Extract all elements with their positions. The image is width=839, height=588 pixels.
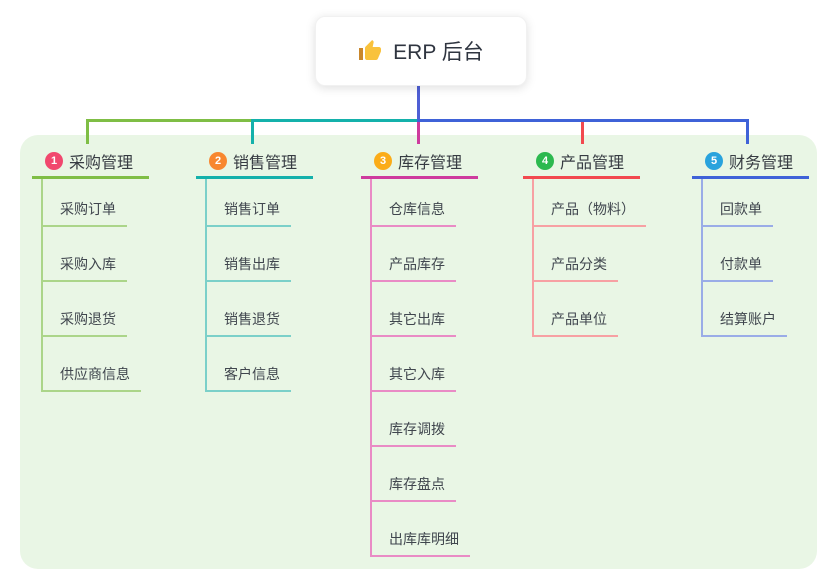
child-node[interactable]: 其它出库 (372, 282, 456, 337)
child-node[interactable]: 回款单 (703, 179, 773, 227)
child-node[interactable]: 结算账户 (703, 282, 787, 337)
thumbs-up-icon (358, 39, 382, 63)
branch-purchase: 1 采购管理 采购订单采购入库采购退货供应商信息 (32, 145, 149, 392)
child-node[interactable]: 库存调拨 (372, 392, 456, 447)
connector-drop-purchase (86, 119, 89, 144)
connector-bus-finance (417, 119, 749, 122)
branch-label: 销售管理 (233, 154, 298, 172)
branch-badge: 1 (45, 151, 63, 170)
child-node[interactable]: 供应商信息 (43, 337, 141, 392)
child-node[interactable]: 产品分类 (534, 227, 618, 282)
branch-badge: 3 (374, 151, 392, 170)
child-node[interactable]: 其它入库 (372, 337, 456, 392)
branch-finance: 5 财务管理 回款单付款单结算账户 (692, 145, 809, 337)
branch-title-sales[interactable]: 2 销售管理 (196, 145, 313, 179)
child-node[interactable]: 采购退货 (43, 282, 127, 337)
children-list-sales: 销售订单销售出库销售退货客户信息 (205, 179, 291, 392)
child-node[interactable]: 销售退货 (207, 282, 291, 337)
branch-title-purchase[interactable]: 1 采购管理 (32, 145, 149, 179)
child-node[interactable]: 采购订单 (43, 179, 127, 227)
child-node[interactable]: 销售订单 (207, 179, 291, 227)
child-node[interactable]: 付款单 (703, 227, 773, 282)
child-node[interactable]: 产品单位 (534, 282, 618, 337)
branch-label: 财务管理 (729, 154, 794, 172)
child-node[interactable]: 销售出库 (207, 227, 291, 282)
branch-badge: 2 (209, 151, 227, 170)
branch-inventory: 3 库存管理 仓库信息产品库存其它出库其它入库库存调拨库存盘点出库库明细 (361, 145, 478, 557)
child-node[interactable]: 采购入库 (43, 227, 127, 282)
branch-label: 库存管理 (398, 154, 463, 172)
branch-title-product[interactable]: 4 产品管理 (523, 145, 640, 179)
branch-label: 产品管理 (560, 154, 625, 172)
child-node[interactable]: 产品（物料） (534, 179, 646, 227)
child-node[interactable]: 客户信息 (207, 337, 291, 392)
child-node[interactable]: 库存盘点 (372, 447, 456, 502)
connector-drop-product (581, 119, 584, 144)
child-node[interactable]: 出库库明细 (372, 502, 470, 557)
children-list-product: 产品（物料）产品分类产品单位 (532, 179, 646, 337)
branch-badge: 5 (705, 151, 723, 170)
panel-background (20, 135, 817, 569)
branch-label: 采购管理 (69, 154, 134, 172)
child-node[interactable]: 仓库信息 (372, 179, 456, 227)
branch-sales: 2 销售管理 销售订单销售出库销售退货客户信息 (196, 145, 313, 392)
branch-product: 4 产品管理 产品（物料）产品分类产品单位 (523, 145, 646, 337)
connector-drop-inventory (417, 119, 420, 144)
branch-title-inventory[interactable]: 3 库存管理 (361, 145, 478, 179)
root-label: ERP 后台 (393, 41, 484, 64)
branch-title-finance[interactable]: 5 财务管理 (692, 145, 809, 179)
children-list-purchase: 采购订单采购入库采购退货供应商信息 (41, 179, 141, 392)
connector-bus-purchase (86, 119, 254, 122)
child-node[interactable]: 产品库存 (372, 227, 456, 282)
root-stem-line (417, 84, 420, 122)
root-node[interactable]: ERP 后台 (315, 16, 527, 86)
children-list-inventory: 仓库信息产品库存其它出库其它入库库存调拨库存盘点出库库明细 (370, 179, 470, 557)
connector-drop-sales (251, 119, 254, 144)
connector-bus-sales (251, 119, 420, 122)
connector-drop-finance (746, 119, 749, 144)
branch-badge: 4 (536, 151, 554, 170)
children-list-finance: 回款单付款单结算账户 (701, 179, 787, 337)
